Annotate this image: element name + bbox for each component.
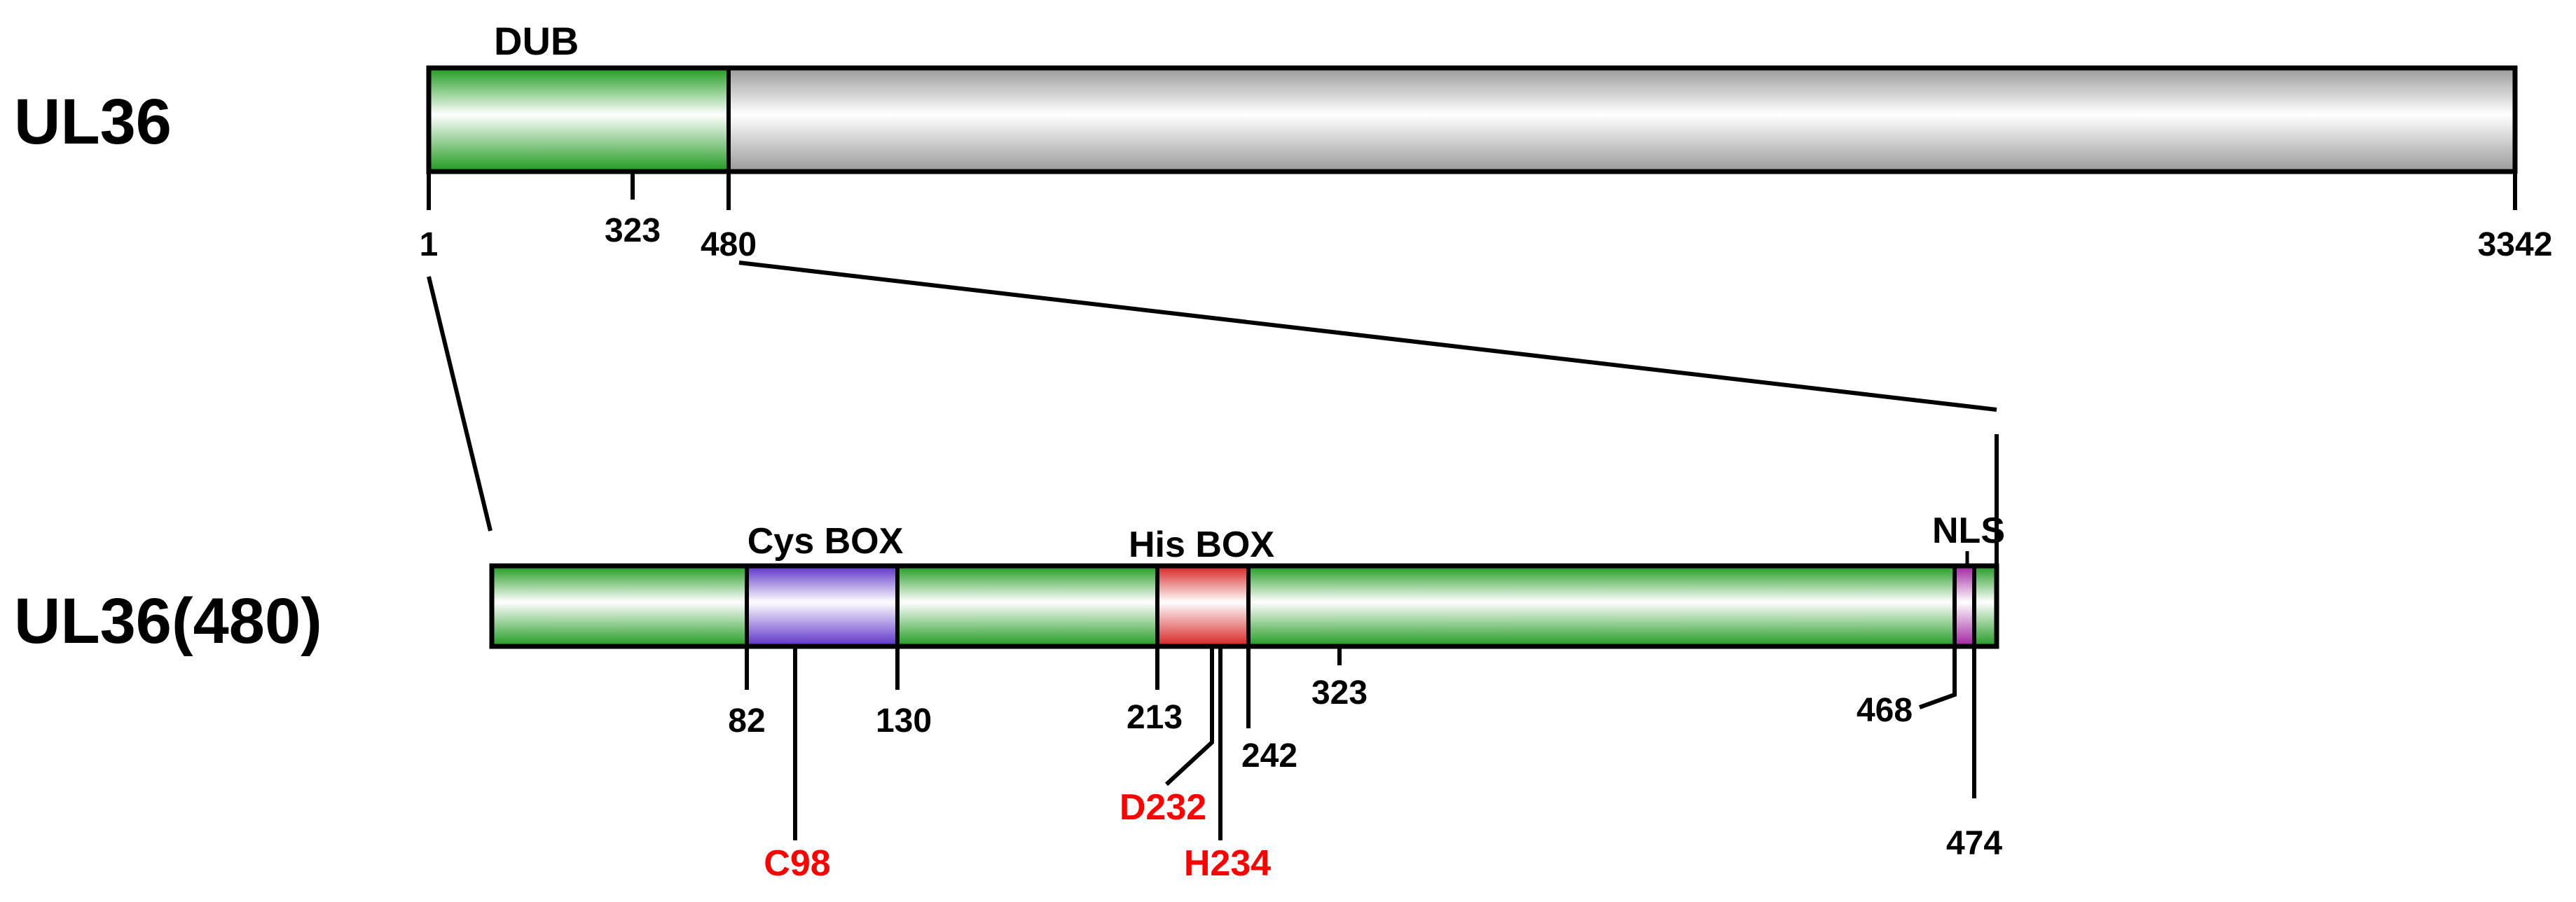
- nls-region: [1955, 566, 1974, 646]
- truncated-bar-outline: [489, 563, 1999, 649]
- dub-domain-label: DUB: [494, 19, 579, 63]
- ul36-bar-outline: [426, 65, 2518, 174]
- zoom-line-right: [738, 261, 1997, 412]
- cys-box-region: [747, 566, 897, 646]
- tick-label-242: 242: [1241, 737, 1297, 775]
- ul36-body: [729, 68, 2515, 172]
- ul36-ticks: [427, 172, 2517, 210]
- his-box-label: His BOX: [1129, 525, 1274, 565]
- residue-c98: C98: [764, 843, 830, 884]
- tick-label-323-inner: 323: [1311, 674, 1368, 712]
- protein-name-ul36-480: UL36(480): [14, 585, 322, 657]
- ul36-480-bar: [489, 563, 1999, 649]
- ul36-full-bar: [426, 65, 2518, 174]
- tick-468-pointer: [1918, 646, 1957, 709]
- tick-label-474: 474: [1946, 825, 2002, 862]
- tick-label-480: 480: [701, 226, 757, 263]
- d232-pointer: [1164, 646, 1214, 786]
- dub-domain: [429, 68, 729, 172]
- tick-label-323: 323: [605, 212, 661, 249]
- zoom-line-left: [427, 276, 493, 532]
- residue-d232: D232: [1120, 787, 1206, 828]
- tick-label-468: 468: [1857, 692, 1913, 729]
- tick-label-3342: 3342: [2478, 226, 2553, 263]
- tick-label-213: 213: [1127, 699, 1183, 736]
- tick-label-1: 1: [420, 226, 439, 263]
- his-box-region: [1157, 566, 1248, 646]
- nls-label: NLS: [1932, 511, 2005, 551]
- zoom-connectors: [427, 261, 1999, 566]
- tick-label-130: 130: [876, 702, 932, 740]
- ul36-480-ticks: [745, 646, 1976, 840]
- cys-box-label: Cys BOX: [748, 521, 904, 562]
- residue-h234: H234: [1184, 843, 1271, 884]
- tick-label-82: 82: [728, 702, 765, 740]
- protein-name-ul36: UL36: [14, 86, 172, 158]
